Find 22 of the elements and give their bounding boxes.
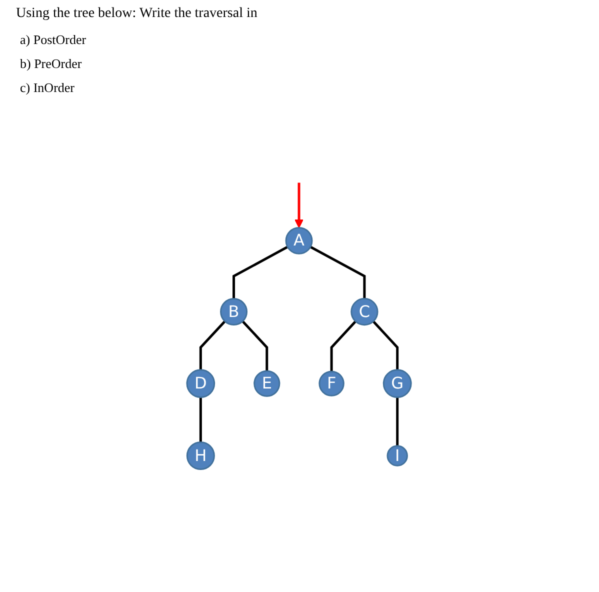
question-text: Using the tree below: Write the traversal in <box>16 6 258 22</box>
connector <box>200 320 226 370</box>
connector <box>372 320 400 370</box>
option-text: a) PostOrder <box>20 32 88 48</box>
connector <box>330 320 357 372</box>
arrow <box>295 182 304 228</box>
node-circle: H <box>186 442 216 470</box>
connector <box>200 397 202 442</box>
node-circle: A <box>286 226 314 254</box>
connector <box>310 246 366 299</box>
node-circle: D <box>186 369 216 398</box>
node-circle: C <box>351 298 379 326</box>
node-circle: F <box>319 370 345 396</box>
connector <box>233 246 289 299</box>
node-circle: E <box>254 370 281 397</box>
connector <box>396 397 400 446</box>
option-text: b) PreOrder <box>20 56 83 72</box>
connector <box>242 320 269 371</box>
node-circle: B <box>220 298 248 326</box>
option-text: c) InOrder <box>20 80 76 96</box>
node-circle: G <box>383 369 412 398</box>
node-circle: I <box>387 445 408 466</box>
